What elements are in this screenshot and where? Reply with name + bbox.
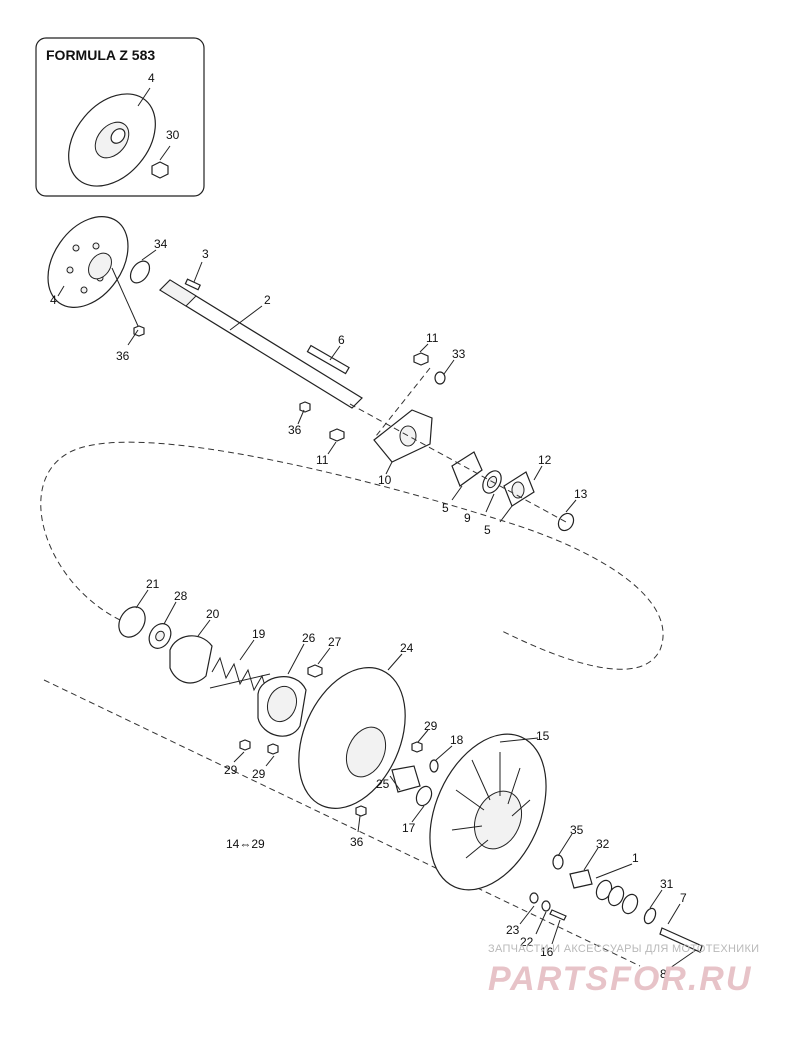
callout-4: 4: [50, 293, 57, 307]
callout-15: 15: [536, 729, 550, 743]
callout-6: 6: [338, 333, 345, 347]
inset-box: FORMULA Z 583 4 30: [35, 37, 205, 197]
callout-26: 26: [302, 631, 316, 645]
slider-nut: [307, 664, 323, 678]
callout-35: 35: [570, 823, 584, 837]
callout-11-lower: 11: [316, 453, 329, 467]
watermark-tagline: ЗАПЧАСТИ И АКСЕССУАРЫ ДЛЯ МОТОТЕХНИКИ: [488, 943, 759, 955]
callout-2: 2: [264, 293, 271, 307]
cam-slider: [257, 676, 307, 737]
callout-7: 7: [680, 891, 687, 905]
fixed-half-pulley: [429, 733, 547, 891]
callout-29-mid: 29: [252, 767, 266, 781]
callout-23: 23: [506, 923, 520, 937]
inset-callout-30: 30: [166, 128, 180, 142]
retaining-ring: [118, 606, 146, 638]
drive-pulley-disc: [47, 216, 129, 308]
inset-callout-4: 4: [148, 71, 155, 85]
callout-24: 24: [400, 641, 414, 655]
spacer-stack: [552, 854, 657, 925]
callout-11-upper: 11: [426, 331, 439, 345]
callout-5-right: 5: [484, 523, 491, 537]
bearing-housing-plate: [373, 409, 433, 463]
callout-32: 32: [596, 837, 610, 851]
key-small: [184, 278, 201, 291]
callout-33: 33: [452, 347, 466, 361]
callout-12: 12: [538, 453, 552, 467]
callout-28: 28: [174, 589, 188, 603]
callout-1: 1: [632, 851, 639, 865]
callout-27: 27: [328, 635, 342, 649]
callouts: 34 3 2 4 36 6 11 33 36 11 10 12 5 9 5 13…: [50, 237, 687, 981]
callout-5-left: 5: [442, 501, 449, 515]
watermark: ЗАПЧАСТИ И АКСЕССУАРЫ ДЛЯ МОТОТЕХНИКИ PA…: [488, 943, 759, 998]
thrust-washer: [415, 785, 433, 807]
callout-34: 34: [154, 237, 168, 251]
bearing: [482, 470, 502, 494]
callout-29-left: 29: [224, 763, 238, 777]
callout-18: 18: [450, 733, 464, 747]
callout-range-14-29: 14⇔29: [226, 837, 265, 851]
drive-belt: [40, 441, 664, 670]
callout-19: 19: [252, 627, 266, 641]
shaft-key: [306, 344, 350, 375]
small-nuts: [133, 325, 446, 442]
callout-9: 9: [464, 511, 471, 525]
sliding-half-pulley: [298, 667, 406, 809]
inset-nut: [151, 161, 169, 179]
cam: [169, 635, 213, 684]
callout-13: 13: [574, 487, 588, 501]
callout-3: 3: [202, 247, 209, 261]
bolt: [659, 927, 703, 953]
callout-10: 10: [378, 473, 392, 487]
callout-25: 25: [376, 777, 390, 791]
washer: [148, 623, 172, 649]
bushing: [391, 765, 421, 793]
housing-flange-left: [451, 451, 483, 487]
callout-21: 21: [146, 577, 160, 591]
inset-drive-pulley-half: [68, 93, 156, 187]
callout-36-upper: 36: [116, 349, 130, 363]
small-fasteners: [239, 739, 567, 921]
callout-22: 22: [520, 935, 534, 949]
end-nut: [557, 512, 575, 532]
inset-title: FORMULA Z 583: [46, 47, 155, 63]
o-ring: [129, 260, 151, 284]
drive-shaft: [159, 279, 363, 409]
callout-36-mid: 36: [288, 423, 302, 437]
callout-8: 8: [660, 967, 667, 981]
callout-31: 31: [660, 877, 674, 891]
callout-29-right: 29: [424, 719, 438, 733]
callout-36-lower: 36: [350, 835, 364, 849]
callout-17: 17: [402, 821, 416, 835]
callout-20: 20: [206, 607, 220, 621]
watermark-brand: PARTSFOR.RU: [488, 960, 752, 998]
housing-flange-right: [503, 471, 535, 507]
callout-16: 16: [540, 945, 554, 959]
